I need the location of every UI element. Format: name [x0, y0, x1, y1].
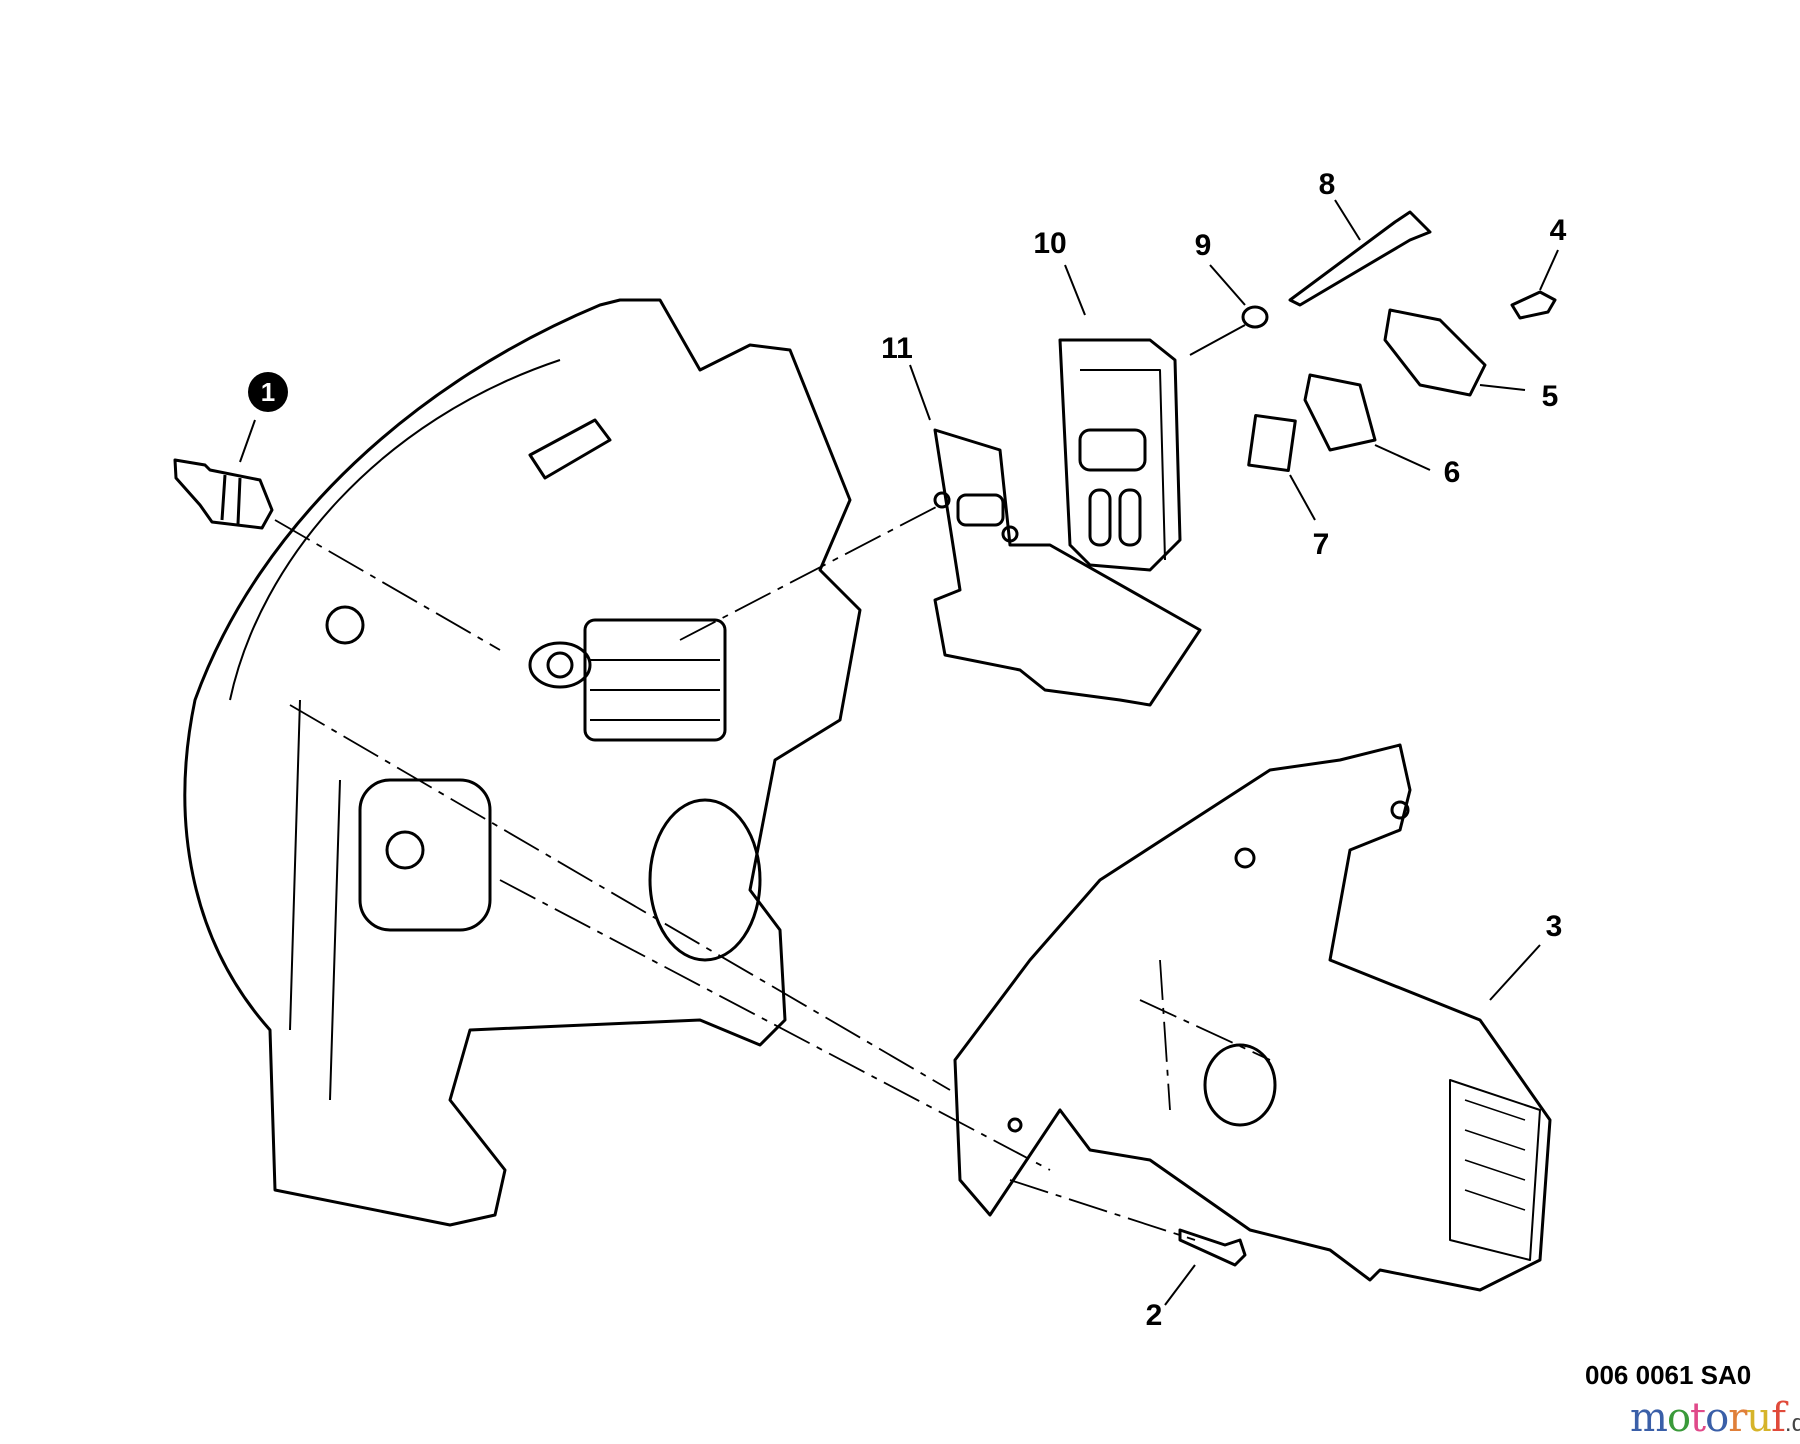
callout-8: 8 — [1318, 168, 1336, 201]
callout-6: 6 — [1443, 456, 1461, 489]
watermark-letter: u — [1746, 1395, 1772, 1441]
watermark-logo: motoruf.de — [1630, 1395, 1800, 1441]
callout-10: 10 — [1033, 227, 1067, 260]
muffler — [1058, 338, 1182, 572]
callout-9: 9 — [1194, 229, 1212, 262]
gasket-6 — [1303, 373, 1377, 452]
callout-11: 11 — [881, 332, 913, 365]
screw-4 — [1510, 290, 1557, 320]
callout-2: 2 — [1145, 1299, 1163, 1332]
watermark-letter: o — [1705, 1395, 1729, 1441]
watermark-letter: t — [1690, 1395, 1706, 1441]
gasket-heat-shield — [933, 428, 1202, 707]
engine-shroud — [953, 743, 1552, 1292]
callout-3: 3 — [1545, 910, 1563, 943]
screw-2 — [1178, 1228, 1247, 1267]
callout-7: 7 — [1312, 528, 1330, 561]
blower-housing — [183, 298, 862, 1227]
watermark-letter: o — [1666, 1395, 1691, 1441]
washer-9 — [1241, 305, 1269, 329]
diagram-code: 006 0061 SA0 — [1585, 1360, 1752, 1390]
watermark-letter: f — [1771, 1395, 1786, 1441]
assembly-lines — [274, 504, 1271, 1241]
watermark-letter: m — [1630, 1395, 1668, 1441]
cover-plate-5 — [1383, 308, 1487, 397]
bolt-8 — [1288, 210, 1432, 307]
watermark-text: motoruf — [1630, 1395, 1786, 1441]
spark-plug — [173, 458, 274, 530]
callout-4: 4 — [1549, 214, 1567, 247]
callout-5: 5 — [1541, 380, 1559, 413]
spark-arrestor-screen — [1247, 413, 1297, 473]
watermark-suffix: .de — [1784, 1410, 1800, 1437]
leader-lines — [239, 199, 1559, 1306]
watermark-letter: r — [1728, 1395, 1747, 1441]
callout-1: 1 — [248, 372, 288, 412]
